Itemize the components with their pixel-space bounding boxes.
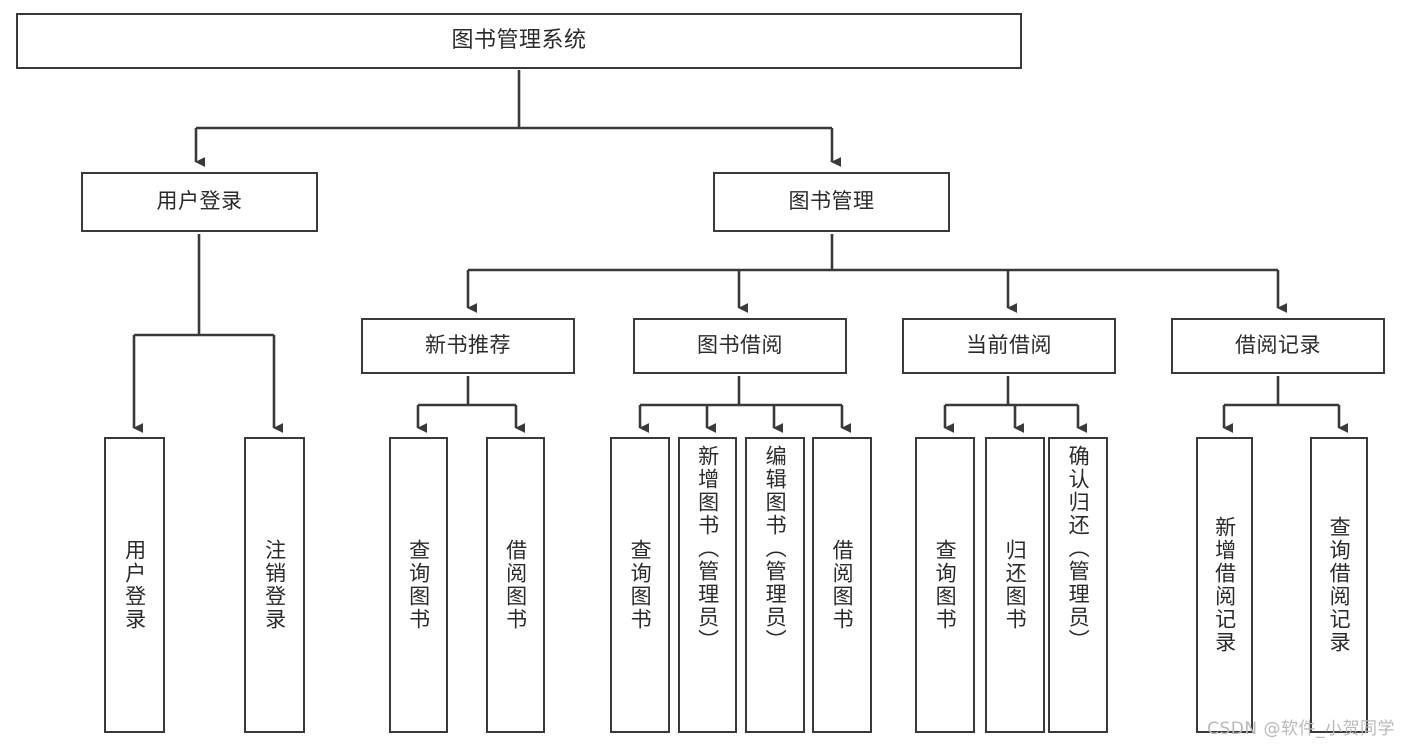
node-book-borrow[interactable]: 图书借阅 xyxy=(633,318,847,374)
leaf-new-book-query[interactable]: 查询图书 xyxy=(389,437,448,733)
node-new-book-recommend[interactable]: 新书推荐 xyxy=(361,318,575,374)
node-label: 注销登录 xyxy=(262,539,287,631)
leaf-current-borrow-return[interactable]: 归还图书 xyxy=(985,437,1045,733)
node-label: 新增图书（管理员） xyxy=(695,445,720,652)
node-label: 归还图书 xyxy=(1003,539,1028,631)
leaf-book-borrow-borrow[interactable]: 借阅图书 xyxy=(812,437,872,733)
node-label: 查询图书 xyxy=(933,539,958,631)
node-label: 当前借阅 xyxy=(966,333,1052,358)
leaf-book-borrow-edit[interactable]: 编辑图书（管理员） xyxy=(745,437,805,733)
node-label: 借阅图书 xyxy=(503,539,528,631)
leaf-borrow-record-add[interactable]: 新增借阅记录 xyxy=(1196,437,1253,733)
leaf-current-borrow-query[interactable]: 查询图书 xyxy=(915,437,975,733)
leaf-user-login-login[interactable]: 用户登录 xyxy=(104,437,165,733)
leaf-book-borrow-query[interactable]: 查询图书 xyxy=(610,437,670,733)
node-borrow-record[interactable]: 借阅记录 xyxy=(1171,318,1385,374)
node-label: 查询图书 xyxy=(628,539,653,631)
node-label: 借阅图书 xyxy=(830,539,855,631)
node-root-system[interactable]: 图书管理系统 xyxy=(16,13,1022,69)
node-label: 借阅记录 xyxy=(1235,333,1321,358)
node-label: 新书推荐 xyxy=(425,333,511,358)
node-label: 确认归还（管理员） xyxy=(1066,445,1091,652)
node-label: 新增借阅记录 xyxy=(1212,516,1237,654)
leaf-user-login-logout[interactable]: 注销登录 xyxy=(244,437,305,733)
leaf-borrow-record-query[interactable]: 查询借阅记录 xyxy=(1310,437,1368,733)
node-user-login[interactable]: 用户登录 xyxy=(81,172,318,232)
node-label: 用户登录 xyxy=(156,189,243,214)
node-label: 图书借阅 xyxy=(697,333,783,358)
node-label: 图书管理 xyxy=(788,189,875,214)
node-book-management[interactable]: 图书管理 xyxy=(713,172,950,232)
node-label: 图书管理系统 xyxy=(451,28,587,54)
node-label: 用户登录 xyxy=(122,539,147,631)
node-current-borrow[interactable]: 当前借阅 xyxy=(902,318,1116,374)
leaf-book-borrow-add[interactable]: 新增图书（管理员） xyxy=(678,437,737,733)
watermark: CSDN @软件_小贺同学 xyxy=(1207,719,1395,739)
node-label: 查询借阅记录 xyxy=(1327,516,1352,654)
leaf-current-borrow-confirm-return[interactable]: 确认归还（管理员） xyxy=(1048,437,1108,733)
leaf-new-book-borrow[interactable]: 借阅图书 xyxy=(486,437,545,733)
node-label: 查询图书 xyxy=(406,539,431,631)
node-label: 编辑图书（管理员） xyxy=(763,445,788,652)
